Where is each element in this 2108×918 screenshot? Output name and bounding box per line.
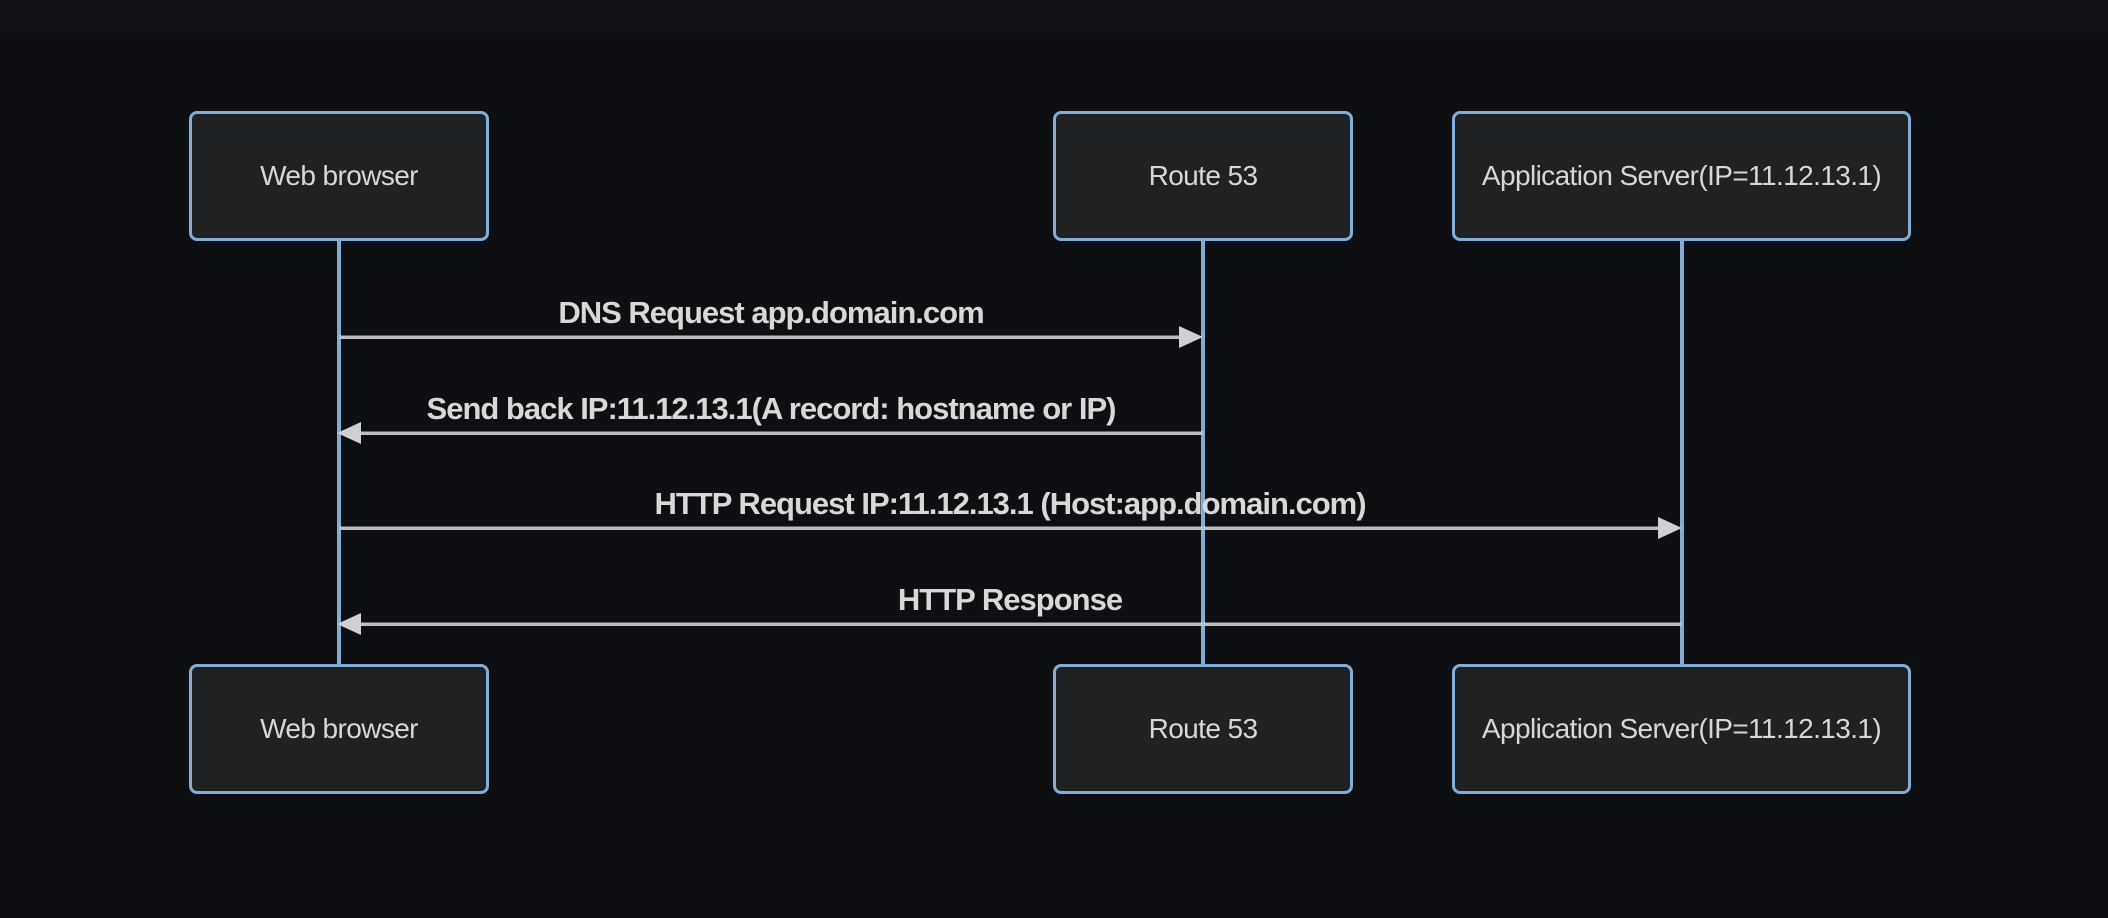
actor-box-web-browser-bottom: Web browser: [189, 664, 489, 794]
actor-label-web-browser: Web browser: [260, 713, 418, 744]
message-line-dns-request: [339, 336, 1181, 339]
actor-label-route53: Route 53: [1148, 713, 1258, 744]
message-label-http-request: HTTP Request IP:11.12.13.1 (Host:app.dom…: [654, 486, 1366, 521]
lifeline-application-server: [1680, 241, 1684, 664]
message-line-http-request: [339, 527, 1660, 530]
arrowhead-right-icon: [1179, 326, 1203, 348]
message-line-dns-response: [361, 432, 1203, 435]
arrowhead-right-icon: [1658, 517, 1682, 539]
actor-box-application-server-bottom: Application Server(IP=11.12.13.1): [1452, 664, 1911, 794]
actor-label-application-server: Application Server(IP=11.12.13.1): [1481, 713, 1882, 744]
lifeline-route53: [1201, 241, 1205, 664]
message-label-http-response: HTTP Response: [897, 582, 1123, 617]
message-line-http-response: [361, 623, 1682, 626]
message-label-dns-response: Send back IP:11.12.13.1(A record: hostna…: [426, 391, 1117, 426]
arrowhead-left-icon: [337, 422, 361, 444]
actor-box-route53-bottom: Route 53: [1053, 664, 1353, 794]
actor-box-application-server-top: Application Server(IP=11.12.13.1): [1452, 111, 1911, 241]
actor-box-route53-top: Route 53: [1053, 111, 1353, 241]
actor-label-application-server: Application Server(IP=11.12.13.1): [1481, 160, 1882, 191]
actor-label-route53: Route 53: [1148, 160, 1258, 191]
lifeline-web-browser: [337, 241, 341, 664]
actor-label-web-browser: Web browser: [260, 160, 418, 191]
background-top-band: [0, 0, 2108, 33]
actor-box-web-browser-top: Web browser: [189, 111, 489, 241]
arrowhead-left-icon: [337, 613, 361, 635]
message-label-dns-request: DNS Request app.domain.com: [558, 295, 984, 330]
